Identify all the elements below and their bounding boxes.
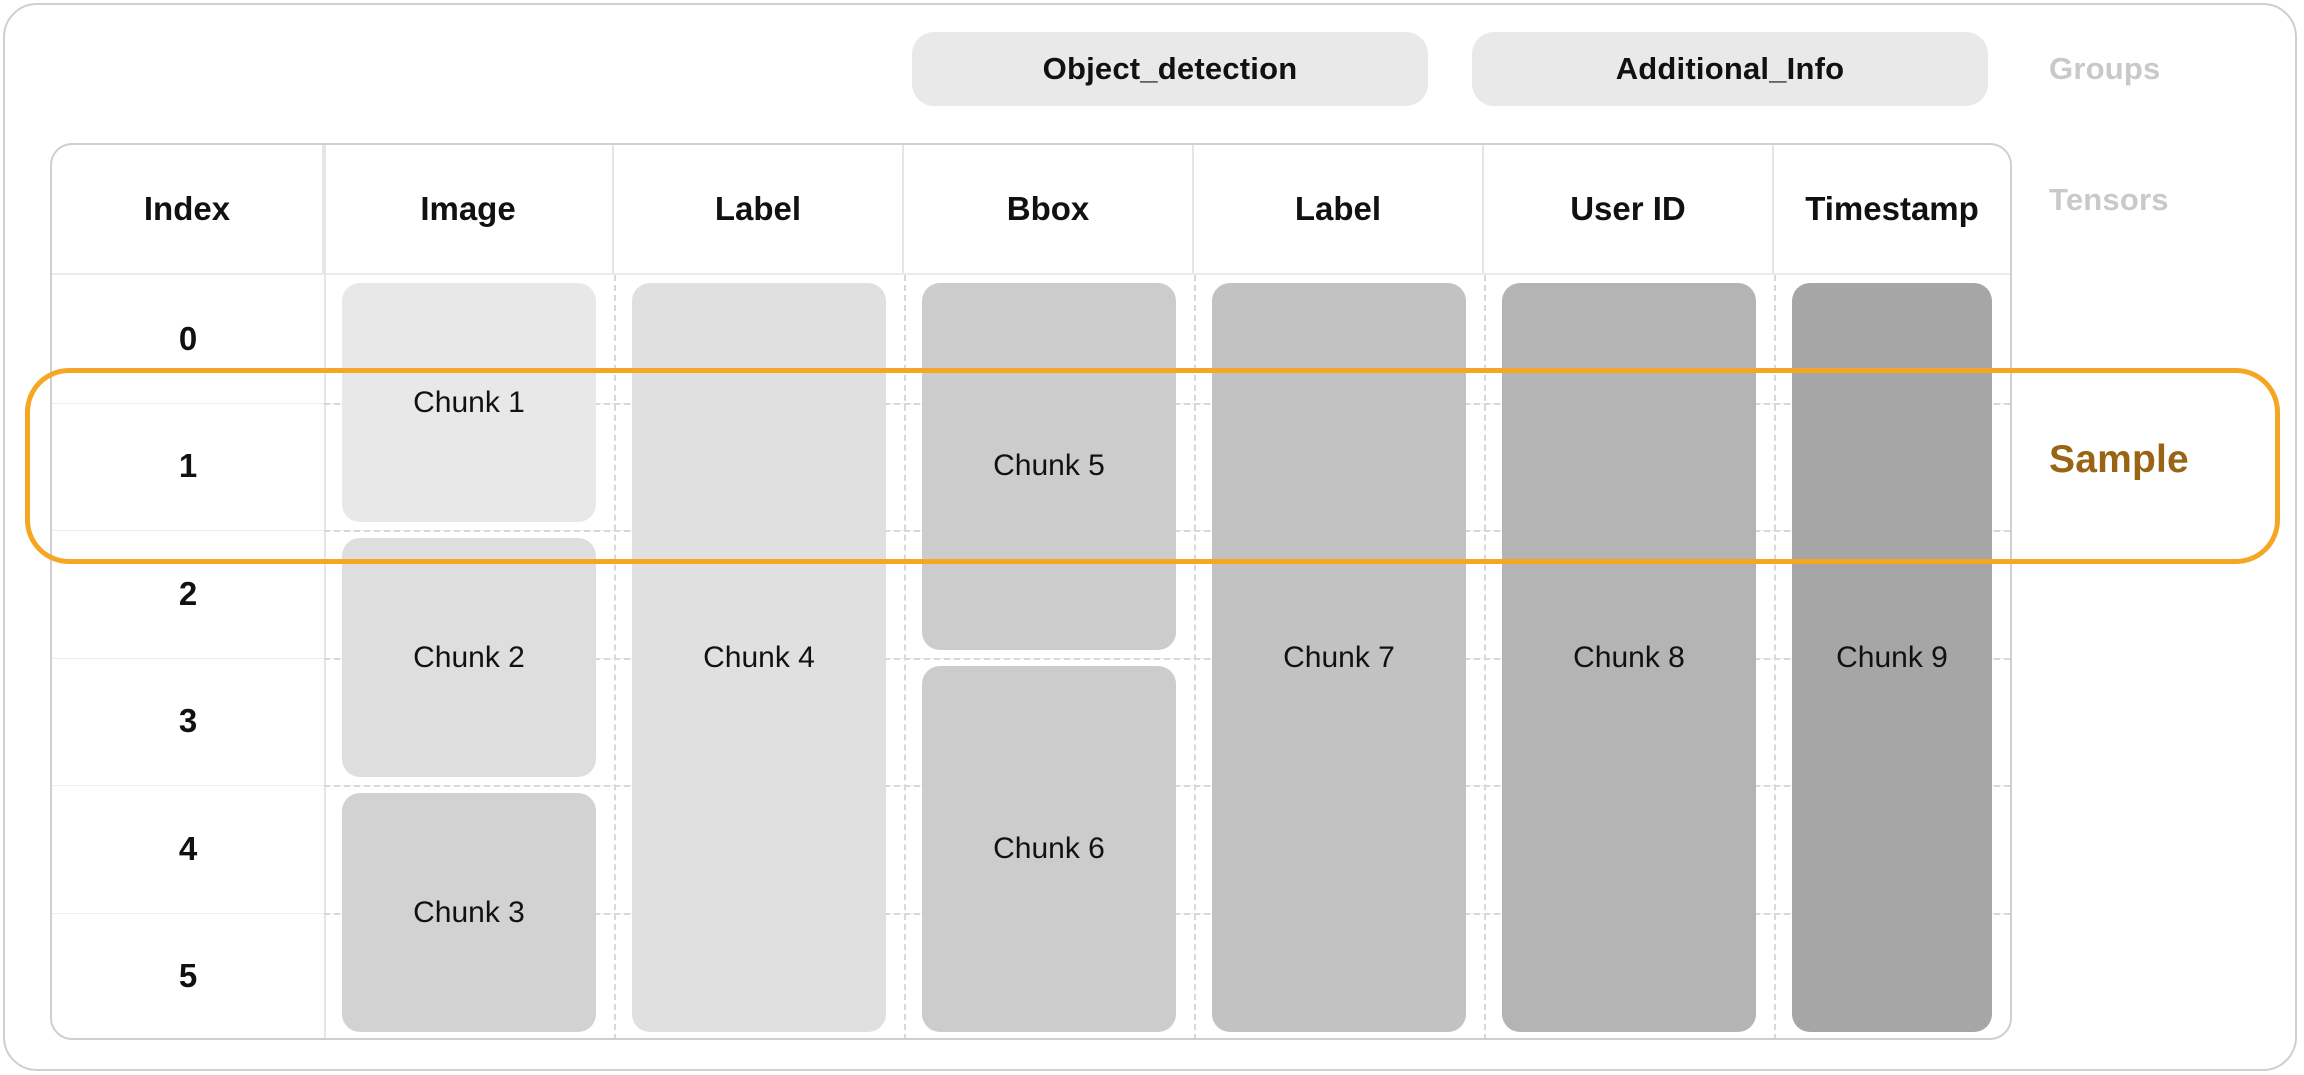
tensors-axis-label: Tensors: [2049, 182, 2169, 217]
column-header-label[interactable]: Label: [614, 145, 904, 273]
chunk-label: Chunk 3: [413, 895, 525, 929]
chunk-block-chunk-8[interactable]: Chunk 8: [1502, 283, 1756, 1032]
column-header-label: Timestamp: [1805, 190, 1979, 227]
index-cell: 0: [178, 319, 198, 357]
chunk-block-chunk-7[interactable]: Chunk 7: [1212, 283, 1466, 1032]
column-header-user-id[interactable]: User ID: [1484, 145, 1774, 273]
index-cell: 4: [178, 829, 198, 867]
tensor-table-card: Index Image Label Bbox Label User ID Timestamp…: [50, 143, 2012, 1040]
row-dash-guide: [324, 657, 2010, 660]
sample-highlight-box: [25, 368, 2280, 564]
chunk-block-chunk-3[interactable]: Chunk 3: [342, 793, 596, 1032]
chunk-block-chunk-2[interactable]: Chunk 2: [342, 538, 596, 777]
group-pill-additional-info[interactable]: Additional_Info: [1472, 32, 1988, 106]
column-header-label: Index: [143, 190, 231, 227]
group-pill-label: Object_detection: [1042, 51, 1298, 86]
index-column-divider: [324, 145, 326, 1038]
chunk-label: Chunk 4: [703, 640, 815, 674]
column-header-label: Label: [1294, 190, 1382, 227]
chunk-label: Chunk 5: [993, 449, 1105, 483]
chunk-label: Chunk 8: [1573, 640, 1685, 674]
groups-row: Object_detection Additional_Info: [0, 32, 2304, 106]
column-header-timestamp[interactable]: Timestamp: [1774, 145, 2010, 273]
column-header-label: Bbox: [1006, 190, 1090, 227]
column-dash-guide: [1774, 275, 1776, 1038]
column-header-label: Label: [714, 190, 802, 227]
chunk-block-chunk-5[interactable]: Chunk 5: [922, 283, 1176, 650]
column-header-label: User ID: [1570, 190, 1686, 227]
table-body: 0 1 2 3 4 5 Chunk 1 Chunk 2 Chunk 3 Chunk 4 Chunk …: [52, 145, 2010, 1038]
chunk-label: Chunk 6: [993, 831, 1105, 865]
column-header-bbox[interactable]: Bbox: [904, 145, 1194, 273]
index-cell: 5: [178, 957, 198, 995]
group-pill-object-detection[interactable]: Object_detection: [912, 32, 1428, 106]
groups-axis-label: Groups: [2049, 51, 2161, 86]
group-pill-label: Additional_Info: [1615, 51, 1845, 86]
chunk-label: Chunk 9: [1836, 640, 1948, 674]
column-header-label: Image: [420, 190, 516, 227]
chunk-block-chunk-4[interactable]: Chunk 4: [632, 283, 886, 1032]
chunk-label: Chunk 7: [1283, 640, 1395, 674]
index-cell: 3: [178, 702, 198, 740]
chunk-block-chunk-1[interactable]: Chunk 1: [342, 283, 596, 522]
header-underline: [52, 273, 2010, 275]
column-header-label[interactable]: Label: [1194, 145, 1484, 273]
chunk-label: Chunk 1: [413, 385, 525, 419]
chunk-block-chunk-6[interactable]: Chunk 6: [922, 665, 1176, 1032]
column-dash-guide: [614, 275, 616, 1038]
chunk-block-chunk-9[interactable]: Chunk 9: [1792, 283, 1992, 1032]
column-dash-guide: [1484, 275, 1486, 1038]
column-dash-guide: [1194, 275, 1196, 1038]
column-header-image[interactable]: Image: [324, 145, 614, 273]
chunk-label: Chunk 2: [413, 640, 525, 674]
table-header-row: Index Image Label Bbox Label User ID Timestamp: [52, 145, 2010, 273]
column-header-index[interactable]: Index: [52, 145, 324, 273]
index-cell: 2: [178, 574, 198, 612]
index-cell: 1: [178, 447, 198, 485]
sample-label: Sample: [2049, 438, 2189, 481]
column-dash-guide: [904, 275, 906, 1038]
